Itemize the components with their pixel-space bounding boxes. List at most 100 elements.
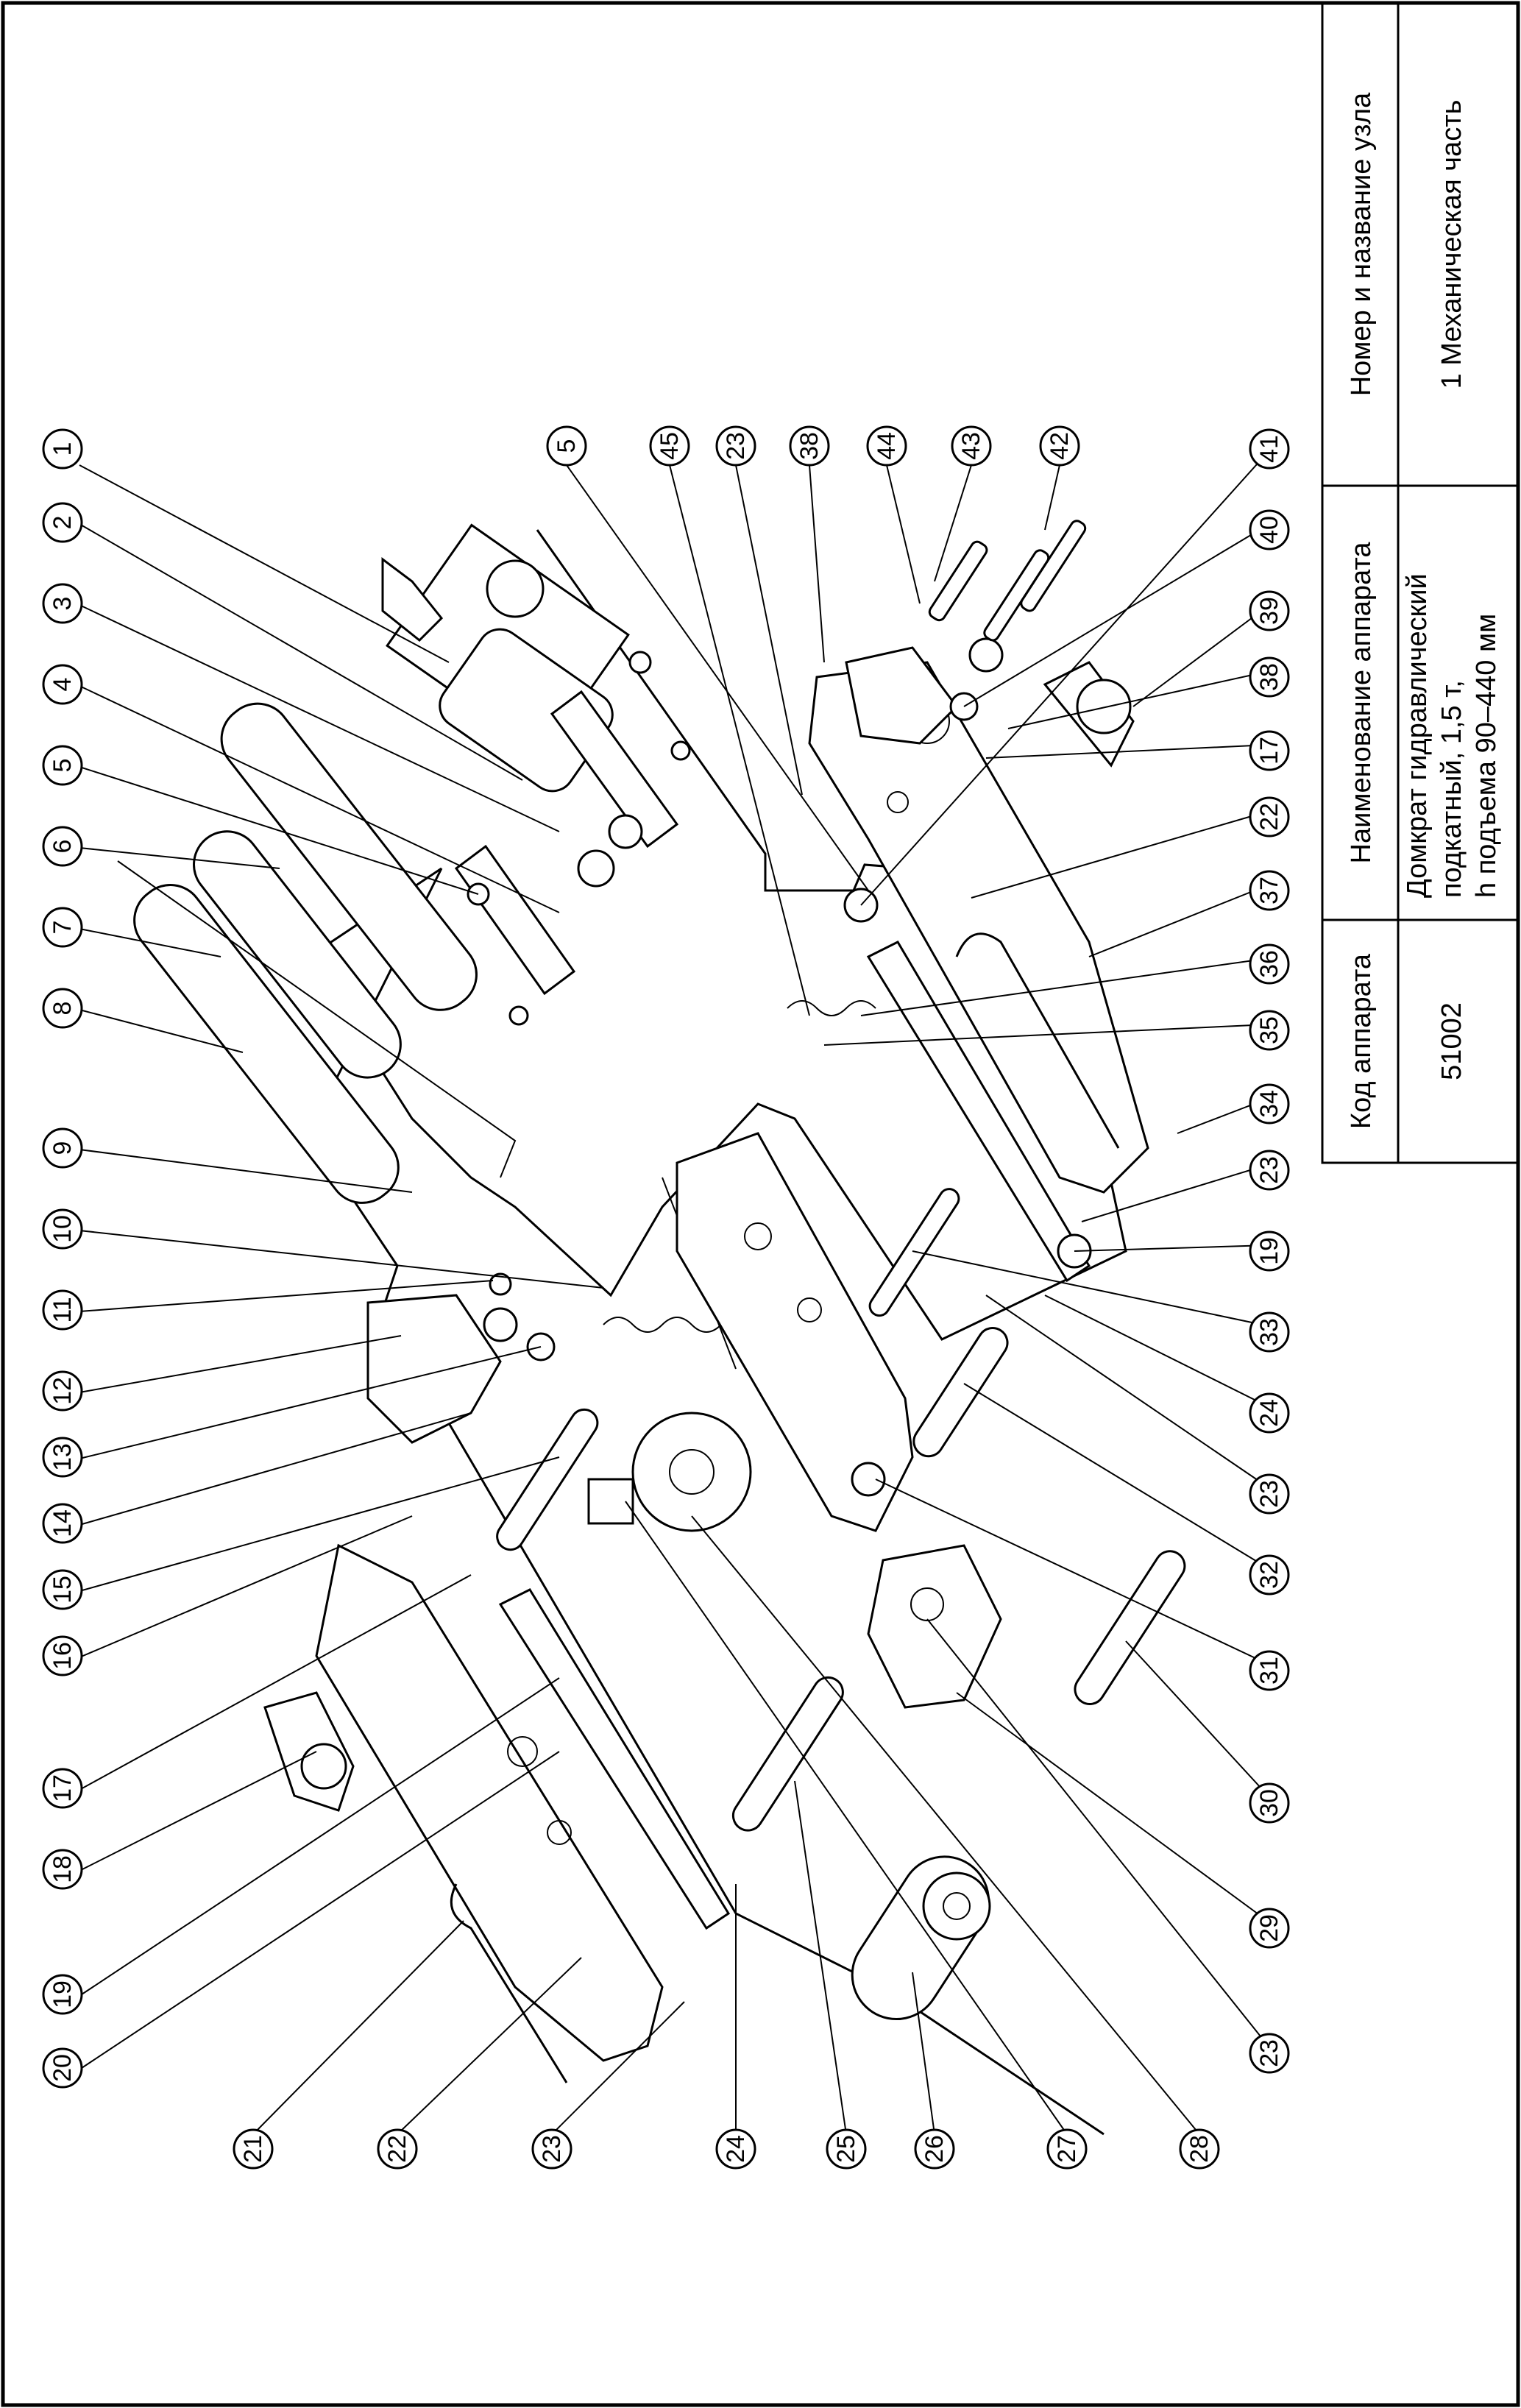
svg-text:24: 24: [1255, 1399, 1283, 1427]
svg-text:18: 18: [49, 1855, 77, 1883]
svg-text:21: 21: [239, 2135, 267, 2163]
svg-text:24: 24: [722, 2135, 750, 2163]
callout-24-bottom: 24: [715, 2128, 756, 2170]
callout-10: 10: [42, 1208, 83, 1250]
callout-22: 22: [377, 2128, 418, 2170]
svg-text:6: 6: [49, 840, 77, 854]
svg-text:5: 5: [553, 439, 581, 453]
assembly-parts: [117, 520, 1186, 2136]
callout-41: 41: [1249, 428, 1290, 470]
callout-9: 9: [42, 1127, 83, 1169]
svg-text:13: 13: [49, 1443, 77, 1471]
svg-text:33: 33: [1255, 1318, 1283, 1346]
svg-text:25: 25: [832, 2135, 860, 2163]
svg-text:43: 43: [957, 432, 985, 460]
svg-text:23: 23: [1255, 1156, 1283, 1184]
svg-text:19: 19: [1255, 1237, 1283, 1265]
callout-12: 12: [42, 1370, 83, 1412]
svg-text:32: 32: [1255, 1561, 1283, 1589]
callout-25: 25: [826, 2128, 867, 2170]
value-apparatus-line-3: h подъема 90–440 мм: [1471, 614, 1502, 898]
svg-text:19: 19: [49, 1980, 77, 2008]
saddle-plate: [631, 1412, 752, 1532]
handle-tube-8: [133, 883, 400, 1204]
svg-text:38: 38: [1255, 663, 1283, 691]
header-unit: Номер и название узла: [1346, 92, 1377, 396]
svg-text:15: 15: [49, 1576, 77, 1604]
value-apparatus-line-1: Домкрат гидравлический: [1402, 573, 1433, 898]
callout-42: 42: [1039, 425, 1080, 467]
svg-text:7: 7: [49, 921, 77, 935]
callout-17-right: 17: [1249, 730, 1290, 771]
callout-4: 4: [42, 664, 83, 705]
svg-text:23: 23: [1255, 1480, 1283, 1508]
callout-31: 31: [1249, 1650, 1290, 1691]
header-code: Код аппарата: [1346, 953, 1377, 1129]
value-unit: 1 Механическая часть: [1436, 100, 1467, 389]
svg-text:2: 2: [49, 516, 77, 530]
handle-tube-6: [220, 702, 478, 1011]
callout-17: 17: [42, 1768, 83, 1809]
callout-20: 20: [42, 2047, 83, 2089]
svg-text:45: 45: [656, 432, 684, 460]
axle-33: [868, 1188, 960, 1317]
svg-text:23: 23: [538, 2135, 566, 2163]
callout-24-right: 24: [1249, 1392, 1290, 1434]
svg-text:16: 16: [49, 1642, 77, 1670]
callout-3: 3: [42, 583, 83, 624]
svg-text:38: 38: [795, 432, 823, 460]
value-apparatus-line-2: подкатный, 1,5 т,: [1436, 680, 1467, 898]
callout-30: 30: [1249, 1782, 1290, 1824]
bracket-29: [867, 1544, 1002, 1709]
axle-15: [496, 1408, 599, 1551]
svg-text:44: 44: [873, 432, 901, 460]
callout-28: 28: [1179, 2128, 1220, 2170]
callout-1: 1: [42, 428, 83, 470]
callout-5: 5: [42, 745, 83, 786]
svg-text:26: 26: [921, 2135, 949, 2163]
title-block: Код аппарата Наименование аппарата Номер…: [1321, 1, 1520, 1164]
axle-25: [731, 1676, 844, 1832]
svg-text:23: 23: [1255, 2039, 1283, 2067]
svg-text:35: 35: [1255, 1016, 1283, 1044]
callout-22-right: 22: [1249, 796, 1290, 838]
callout-35: 35: [1249, 1010, 1290, 1051]
left-side-plate: [315, 1543, 664, 2062]
callout-23-bottom: 23: [531, 2128, 572, 2170]
callout-43: 43: [951, 425, 992, 467]
callout-21: 21: [233, 2128, 274, 2170]
callout-45: 45: [649, 425, 690, 467]
callout-13: 13: [42, 1437, 83, 1478]
callout-34: 34: [1249, 1083, 1290, 1125]
svg-text:31: 31: [1255, 1657, 1283, 1685]
callout-15: 15: [42, 1569, 83, 1610]
rear-wheel-roller: [851, 1855, 990, 2021]
svg-text:17: 17: [49, 1774, 77, 1802]
callout-44: 44: [866, 425, 907, 467]
callout-37: 37: [1249, 870, 1290, 911]
callout-27: 27: [1046, 2128, 1088, 2170]
callout-19-right: 19: [1249, 1230, 1290, 1272]
callout-40: 40: [1249, 509, 1290, 550]
callout-5-upper: 5: [546, 425, 587, 467]
axle-30: [1074, 1550, 1186, 1705]
svg-text:12: 12: [49, 1377, 77, 1405]
svg-text:11: 11: [49, 1297, 77, 1322]
callout-16: 16: [42, 1635, 83, 1676]
callout-38-upper: 38: [789, 425, 830, 467]
svg-text:22: 22: [1255, 803, 1283, 831]
svg-text:34: 34: [1255, 1090, 1283, 1118]
svg-text:28: 28: [1185, 2135, 1213, 2163]
callout-19: 19: [42, 1974, 83, 2015]
callout-bubbles: 1 2 3 4 5 6 7 8 9 10 11 12 13 14 15 16 1…: [42, 425, 1290, 2170]
svg-text:37: 37: [1255, 877, 1283, 904]
svg-text:5: 5: [49, 759, 77, 773]
callout-36: 36: [1249, 943, 1290, 985]
svg-text:17: 17: [1255, 737, 1283, 765]
right-side-plate: [808, 661, 1149, 1194]
svg-text:23: 23: [722, 432, 750, 460]
svg-text:29: 29: [1255, 1914, 1283, 1942]
callout-26: 26: [914, 2128, 955, 2170]
svg-text:8: 8: [49, 1002, 77, 1016]
svg-text:40: 40: [1255, 516, 1283, 544]
